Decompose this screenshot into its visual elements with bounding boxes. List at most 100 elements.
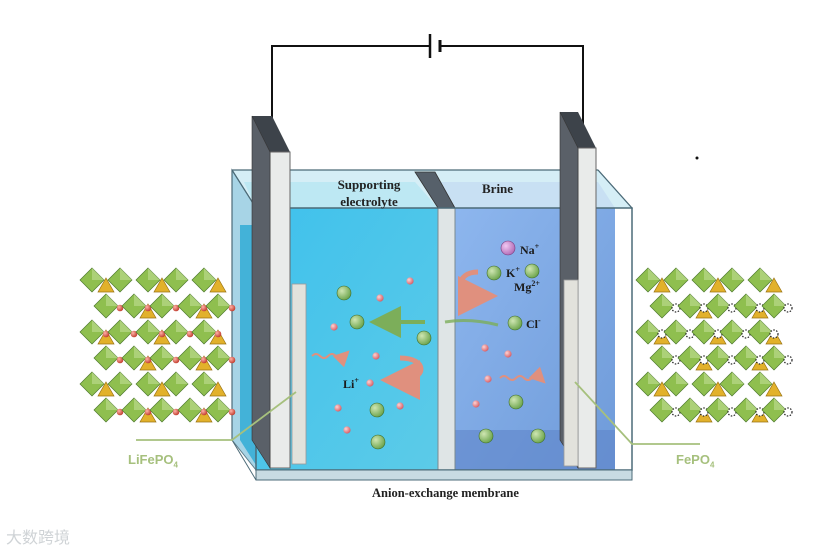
octahedron-face [148,320,160,332]
lifepo4-crystal-structure [79,267,236,423]
vacancy-site [783,355,793,365]
octahedron-face [176,372,188,384]
octahedron-face [190,398,202,410]
octahedron-face [204,268,216,280]
cl-ion-label: Cl- [526,316,541,331]
octahedron-face [662,346,674,358]
li-reflection-arrow [380,355,424,400]
fepo4-label: FePO4 [676,452,715,470]
pink-ion-icon [343,426,351,434]
stray-dot [695,156,699,160]
brine-label: Brine [482,181,514,196]
li-atom [200,408,208,416]
octahedron-face [760,372,772,384]
k-ion-label: K+ [506,265,520,280]
octahedron-face [760,320,772,332]
li-atom [116,408,124,416]
fepo4-crystal-structure [635,267,793,423]
cl-migration-arrow [369,306,499,338]
left-electrode [251,115,307,470]
octahedron-face [92,268,104,280]
octahedron-face [106,398,118,410]
pink-ion-icon [396,402,404,410]
octahedron-face [204,372,216,384]
octahedron-face [676,320,688,332]
external-circuit [271,45,584,128]
li-atom [116,304,124,312]
octahedron-face [732,268,744,280]
li-atom [158,330,166,338]
octahedron-face [148,268,160,280]
octahedron-face [690,346,702,358]
li-atom [200,356,208,364]
green-ion-icon [349,314,365,330]
octahedron-face [648,320,660,332]
octahedron-face [704,268,716,280]
green-ion-icon [486,265,502,281]
octahedron-face [218,294,230,306]
octahedron-face [162,346,174,358]
octahedron-face [162,294,174,306]
vacancy-site [783,407,793,417]
cation-rejection-arrow [457,269,498,316]
left-ions [330,277,432,450]
tetrahedron-unit [765,277,783,293]
octahedron-face [774,294,786,306]
li-atom [116,356,124,364]
octahedron-face [120,320,132,332]
green-ion-icon [507,315,523,331]
octahedron-face [648,268,660,280]
tetrahedron-unit [765,381,783,397]
li-atom [228,408,236,416]
octahedron-face [120,268,132,280]
green-ion-icon [478,428,494,444]
octahedron-face [190,346,202,358]
octahedron-face [648,372,660,384]
octahedron-face [718,294,730,306]
octahedron-face [704,320,716,332]
octahedron-face [774,398,786,410]
pink-ion-icon [504,350,512,358]
octahedron-face [746,346,758,358]
mg-ion-label: Mg2+ [514,279,540,294]
tetrahedron-unit [653,277,671,293]
octahedron-face [148,372,160,384]
li-atom [214,330,222,338]
pink-ion-icon [406,277,414,285]
right-electrode [559,111,597,470]
green-ion-icon [336,285,352,301]
li-atom [102,330,110,338]
octahedron-face [662,294,674,306]
octahedron-face [774,346,786,358]
li-atom [144,304,152,312]
li-atom [228,304,236,312]
li-atom [200,304,208,312]
li-atom [144,408,152,416]
pink-ion-icon [372,352,380,360]
octahedron-face [662,398,674,410]
tetrahedron-unit [653,381,671,397]
na-ion-label: Na+ [520,242,540,257]
octahedron-face [218,398,230,410]
octahedron-face [718,346,730,358]
octahedron-face [732,320,744,332]
octahedron-face [676,372,688,384]
octahedron-face [690,398,702,410]
octahedron-face [746,398,758,410]
battery-icon [428,34,442,58]
octahedron-face [134,346,146,358]
octahedron-face [204,320,216,332]
tetrahedron-unit [709,381,727,397]
octahedron-face [176,320,188,332]
purple-na-icon [500,240,516,256]
li-ion-label: Li+ [343,376,359,391]
pink-ion-icon [484,375,492,383]
pink-ion-icon [472,400,480,408]
green-ion-icon [524,263,540,279]
tetrahedron-unit [209,277,227,293]
octahedron-face [176,268,188,280]
vacancy-site [783,303,793,313]
tetrahedron-unit [97,277,115,293]
octahedron-face [134,398,146,410]
octahedron-face [218,346,230,358]
